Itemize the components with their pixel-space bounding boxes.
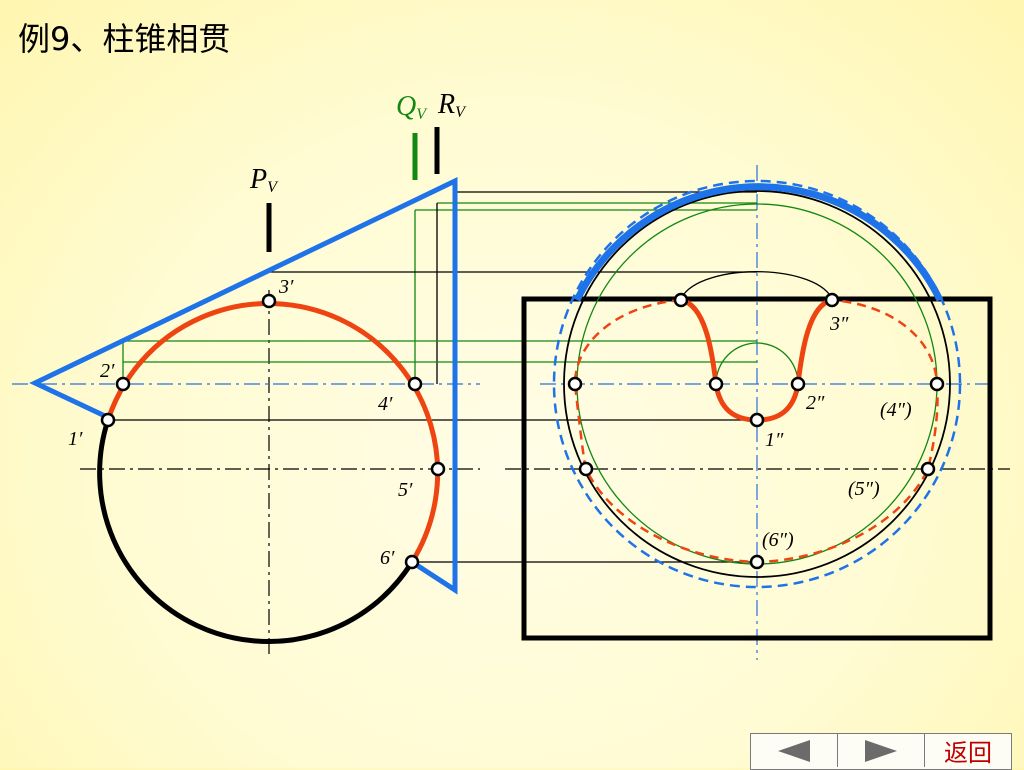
plane-p-label: PV: [249, 164, 279, 196]
plane-r-label: RV: [437, 89, 467, 121]
label-4-front: 4′: [378, 393, 393, 415]
point-5-left-side: [578, 461, 594, 477]
point-1-front: [100, 412, 116, 428]
page-title: 例9、柱锥相贯: [18, 20, 231, 58]
center-lines: [12, 165, 1010, 660]
point-5-right-side: [920, 461, 936, 477]
next-slide-button[interactable]: [838, 734, 925, 767]
points: [100, 292, 945, 570]
point-2-left-side: [708, 376, 724, 392]
label-2-side: 2″: [806, 392, 825, 414]
label-2-front: 2′: [100, 360, 115, 382]
triangle-right-icon: [865, 739, 897, 762]
label-3-front: 3′: [278, 276, 294, 298]
point-4-left-side: [567, 376, 583, 392]
cone-base-circle-black: [563, 190, 951, 578]
cylinder-circle-hidden-part: [97, 419, 415, 645]
point-6-side: [749, 554, 765, 570]
point-4-front: [407, 376, 423, 392]
plane-q-label: QV: [396, 91, 428, 123]
point-1-side: [749, 412, 765, 428]
slide-navigation: 返回: [750, 733, 1012, 770]
label-6-front: 6′: [380, 547, 395, 569]
cylinder-rectangle-side: [521, 296, 993, 641]
label-6-side: (6″): [762, 529, 794, 551]
label-1-side: 1″: [765, 429, 784, 451]
return-button[interactable]: 返回: [944, 739, 992, 767]
point-3-left-side: [673, 292, 689, 308]
projection-lines: [108, 191, 757, 563]
point-6-front: [404, 554, 420, 570]
point-2-right-side: [790, 376, 806, 392]
triangle-left-icon: [778, 739, 810, 762]
point-4-right-side: [929, 376, 945, 392]
label-5-front: 5′: [398, 479, 413, 501]
previous-slide-button[interactable]: [751, 734, 838, 767]
cone-base-circle-hidden: [552, 179, 962, 589]
auxiliary-arc-black: [680, 271, 833, 301]
point-2-front: [115, 376, 131, 392]
point-3-front: [261, 293, 277, 309]
label-4-side: (4″): [880, 399, 912, 421]
cone-base-arc-visible: [573, 183, 944, 302]
label-1-front: 1′: [68, 428, 83, 450]
label-5-side: (5″): [848, 478, 880, 500]
cone-outline-front: [29, 177, 458, 595]
label-3-side: 3″: [829, 313, 849, 335]
intersection-curve-hidden-side: [573, 298, 939, 564]
auxiliary-small-arc-green: [715, 342, 799, 385]
intersection-curve-front: [105, 301, 441, 564]
point-3-right-side: [824, 292, 840, 308]
point-5-front: [430, 461, 446, 477]
